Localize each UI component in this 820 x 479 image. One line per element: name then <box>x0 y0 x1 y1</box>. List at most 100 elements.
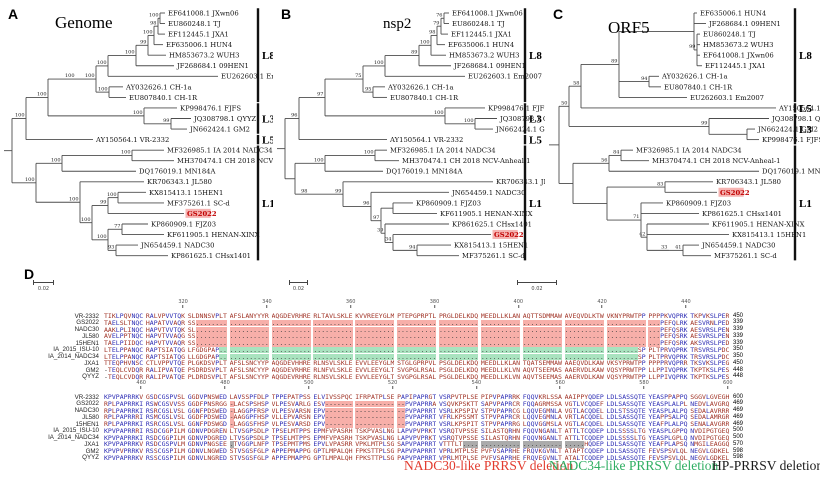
tree-tip-label: KP861625.1 CHsx1401 <box>452 220 532 228</box>
alignment-row-end-position: 469 <box>733 407 744 414</box>
alignment-row-label: QYYZ <box>82 454 99 462</box>
tree-tip-label: JN654459.1 NADC30 <box>701 242 775 250</box>
tree-tip-label: MF326985.1 IA 2014 NADC34 <box>636 147 742 155</box>
tree-tip-label: AY032626.1 CH-1a <box>387 83 454 91</box>
alignment-row-label: NADC30 <box>74 326 99 333</box>
tree-tip-label: AY150564.1 VR-2332 <box>389 136 463 144</box>
tree-tip-label: KP860909.1 FJZ03 <box>416 199 481 207</box>
bootstrap-value: 76 <box>436 12 442 18</box>
bootstrap-value: 94 <box>641 76 647 82</box>
tree-tip-gs2022: GS2022 <box>187 210 217 218</box>
alignment-row-end-position: 598 <box>733 454 744 461</box>
bootstrap-value: 79 <box>433 20 439 26</box>
alignment-row-label: GM2 <box>85 366 99 374</box>
tree-tip-label: EF112445.1 JXA1 <box>705 62 766 70</box>
bootstrap-value: 98 <box>301 188 307 194</box>
position-tick-400: 400 <box>514 300 523 308</box>
tree-tip-label: MF375261.1 SC-d <box>167 199 230 207</box>
bootstrap-value: 95 <box>365 86 371 92</box>
alignment-row-end-position: 469 <box>733 400 744 407</box>
alignment-row-label: IA_2015_ISU-10 <box>53 346 99 354</box>
tree-tip-label: EU807840.1 CH-1R <box>390 94 459 102</box>
tree-tip-gs2022: GS2022 <box>494 231 524 239</box>
bootstrap-value: 100 <box>464 118 474 124</box>
tree-tip-label: AY032626.1 CH-1a <box>661 73 728 81</box>
tree-tip-label: JF268684.1 09HEN1 <box>708 20 781 28</box>
bootstrap-value: 100 <box>143 30 153 36</box>
tree-tip-label: MH370474.1 CH 2018 NCV-Anheal-1 <box>402 157 531 165</box>
position-tick-440: 440 <box>681 300 691 308</box>
alignment-row-label: 15HEN1 <box>75 420 99 428</box>
bootstrap-value: 98 <box>429 30 435 36</box>
bootstrap-value: 99 <box>100 200 106 206</box>
tree-tip-label: EF112445.1 JXA1 <box>168 31 229 39</box>
tree-tip-label: KP998476.1 FJFS <box>762 136 820 144</box>
genome-tree-title: Genome <box>55 13 113 32</box>
alignment-row-label: VR-2332 <box>74 312 99 320</box>
tree-tip-label: MF375261.1 SC-d <box>714 252 777 260</box>
tree-tip-label: KP861625.1 CHsx1401 <box>171 252 251 260</box>
bootstrap-value: 100 <box>364 150 374 156</box>
clade-label-l8: L8 <box>262 50 273 62</box>
tree-tip-label: KX815413.1 15HEN1 <box>732 231 806 239</box>
alignment-row-label: IA_2014_NADC34 <box>48 434 99 441</box>
bootstrap-value: 75 <box>355 73 361 79</box>
alignment-row-end-position: 339 <box>733 339 744 346</box>
tree-tip-label: KP998476.1 FJFS <box>180 104 241 112</box>
tree-tip-label: KR706343.1 JL580 <box>496 178 545 186</box>
position-tick-360: 360 <box>346 300 355 308</box>
scalebar-label: 0.02 <box>292 286 305 292</box>
alignment-row-label: GS2022 <box>76 400 99 408</box>
highlighted-tip-box <box>492 229 518 239</box>
bootstrap-value: 83 <box>657 181 663 187</box>
position-tick-460: 460 <box>136 381 146 389</box>
scalebar-line <box>33 280 54 285</box>
alignment-row-end-position: 350 <box>733 353 744 360</box>
tree-tip-label: HM853673.2 WUH3 <box>449 52 519 60</box>
tree-tip-label: EF635006.1 HUN4 <box>448 41 514 49</box>
bootstrap-value: 89 <box>611 59 617 65</box>
clade-label-l1: L1 <box>262 198 273 210</box>
bootstrap-value: 42 <box>639 231 645 237</box>
tree-tip-label: JN662424.1 GM2 <box>757 125 818 133</box>
tree-tip-label: EU807840.1 CH-1R <box>129 94 198 102</box>
scalebar-genome: 0.02 <box>33 280 54 292</box>
bootstrap-value: 41 <box>675 245 681 251</box>
tree-tip-label: MH370474.1 CH 2018 NCV-Anheal-1 <box>177 157 273 165</box>
alignment-row-end-position: 350 <box>733 346 744 353</box>
tree-tip-label: EF641008.1 JXwn06 <box>452 9 523 17</box>
tree-tip-label: AY150564.1 VR-2332 <box>778 104 820 112</box>
tree-tip-label: KX815413.1 15HEN1 <box>149 189 223 197</box>
position-tick-540: 540 <box>472 381 481 389</box>
bootstrap-value: 99 <box>701 121 707 127</box>
clade-label-l3: L3 <box>529 114 542 126</box>
clade-label-l1: L1 <box>529 198 542 210</box>
scalebar-line <box>289 280 308 285</box>
bootstrap-value: 58 <box>573 80 579 86</box>
tree-tip-label: EF112445.1 JXA1 <box>451 31 512 39</box>
highlighted-tip-box <box>185 208 211 218</box>
tree-tip-label: KP998476.1 FJFS <box>488 104 545 112</box>
bootstrap-value: 100 <box>51 158 61 164</box>
bootstrap-value: 39 <box>377 227 383 233</box>
alignment-row-end-position: 339 <box>733 326 744 333</box>
alignment-row-label: JL580 <box>82 413 99 421</box>
alignment-row-end-position: 450 <box>733 359 744 366</box>
bootstrap-value: 100 <box>97 234 107 240</box>
tree-tip-label: EF641008.1 JXwn06 <box>168 9 239 17</box>
